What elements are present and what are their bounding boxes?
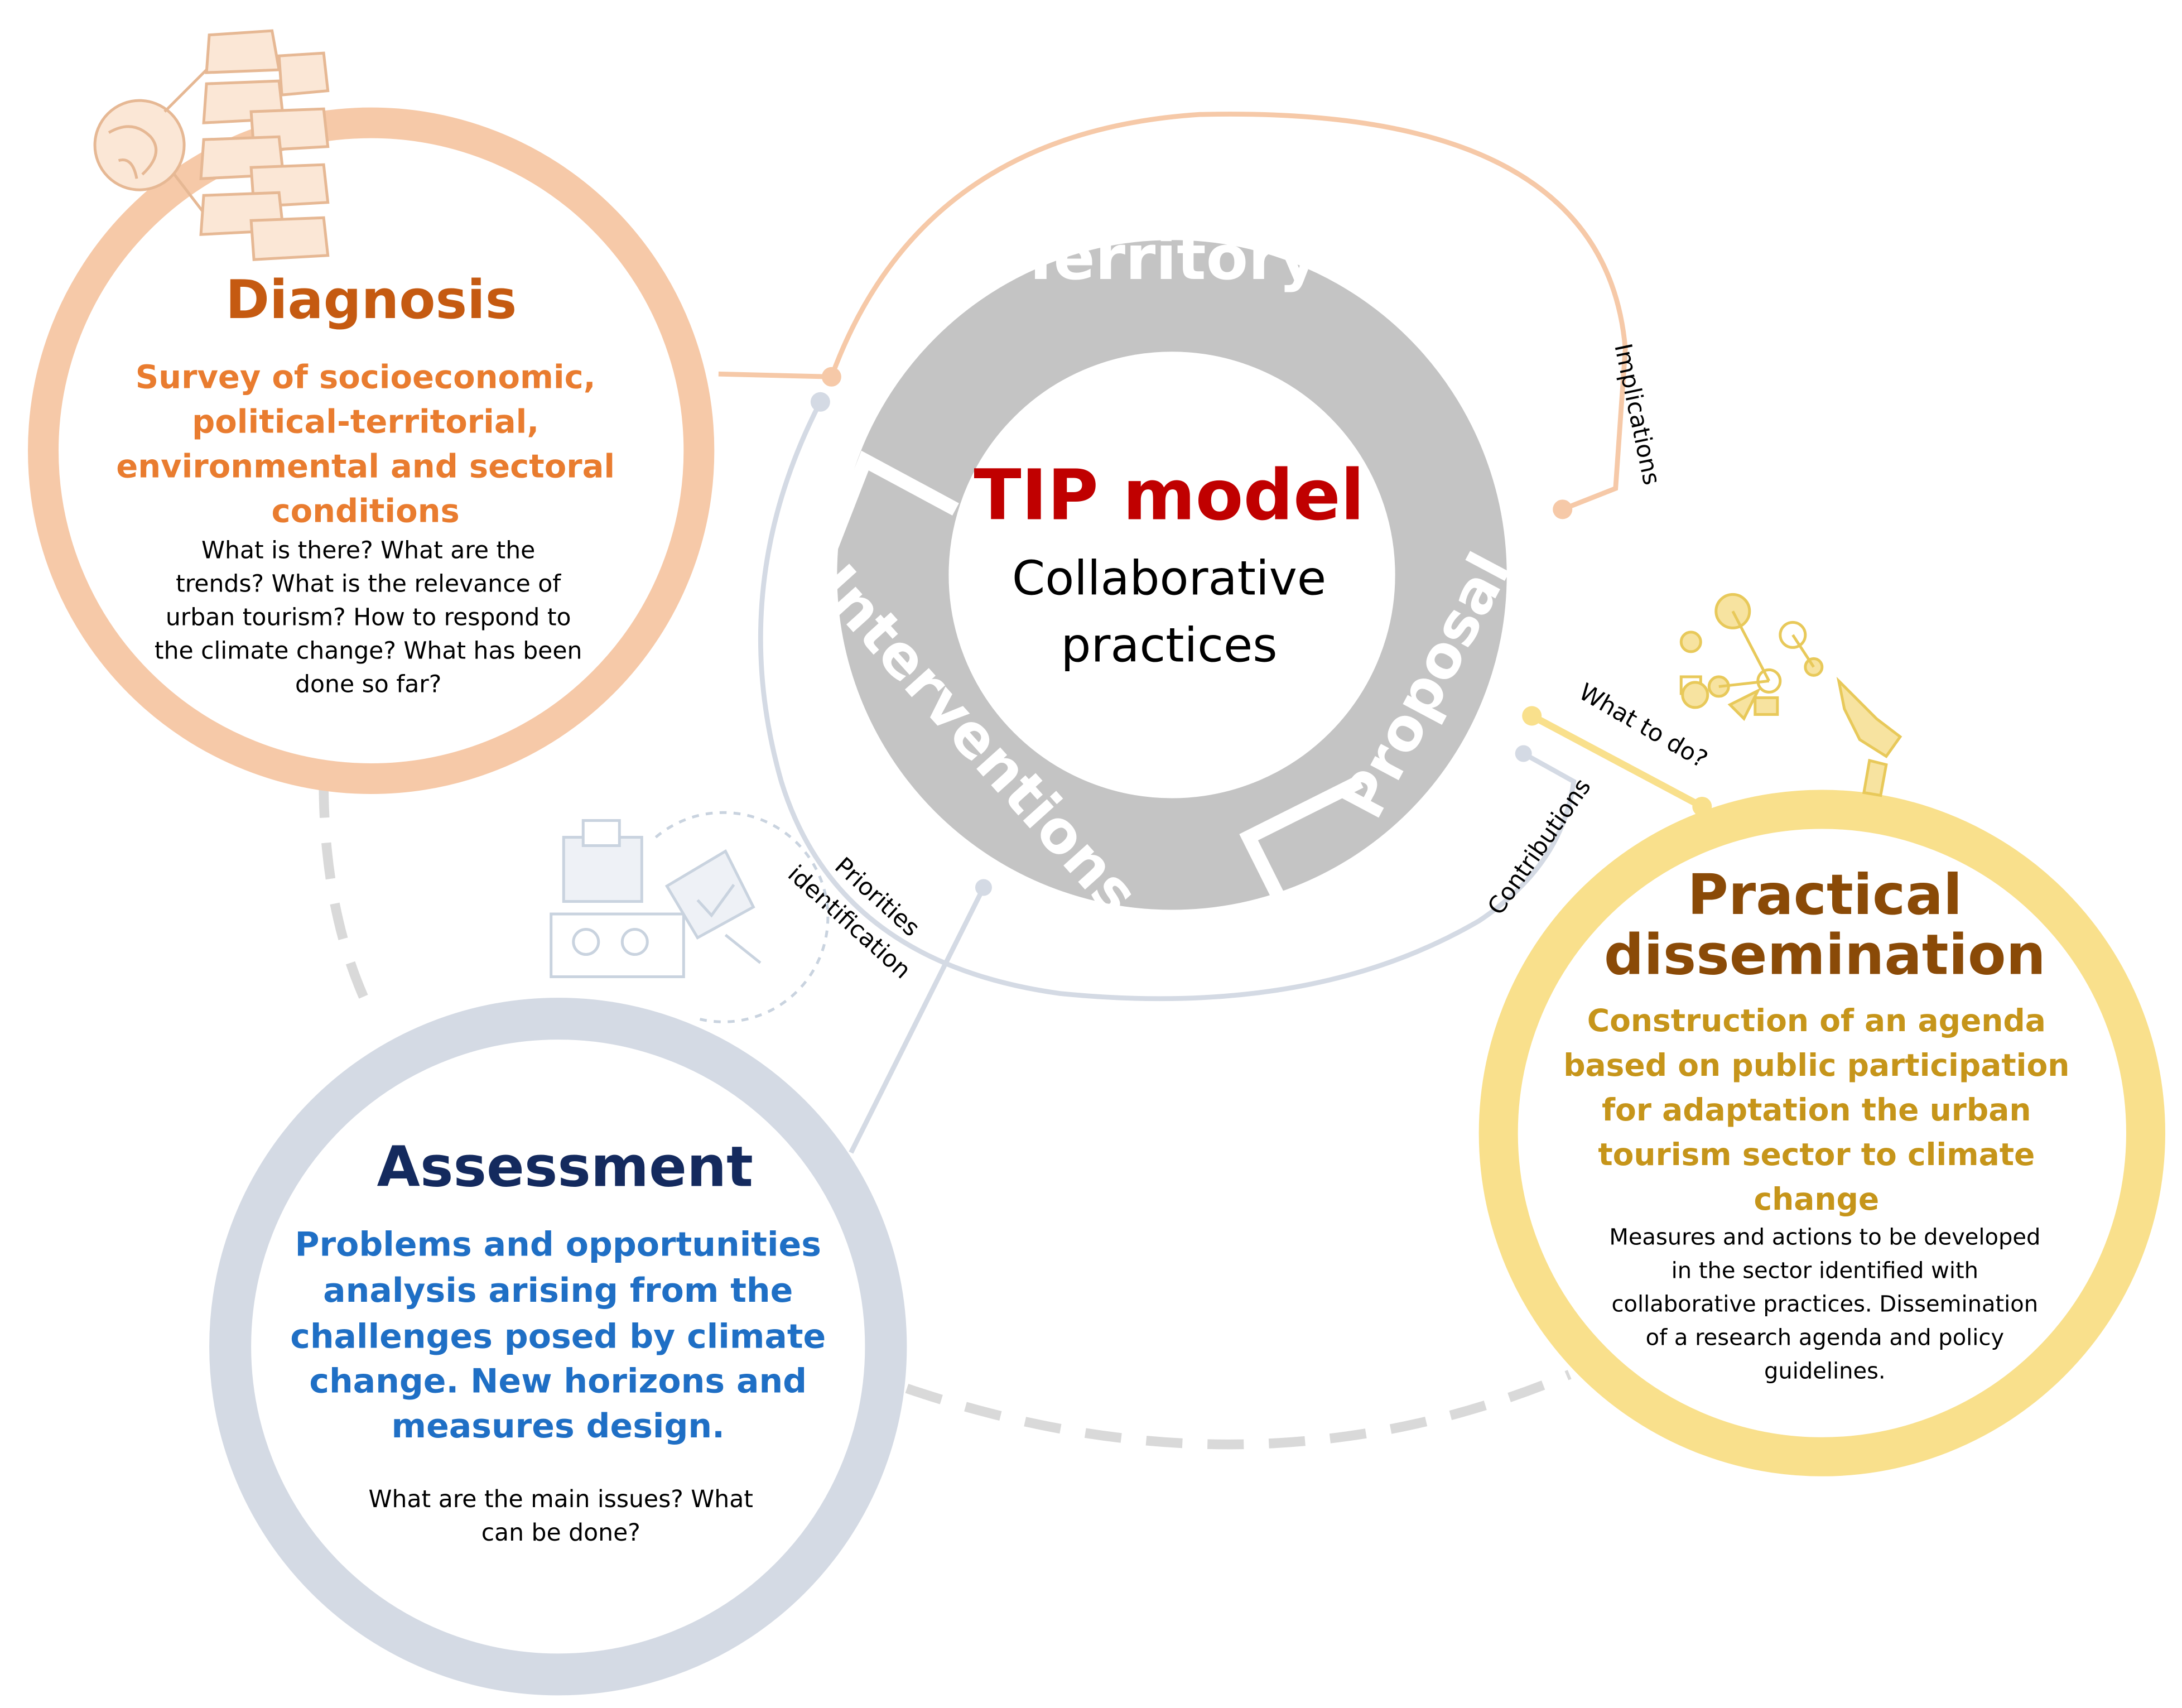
cycle-ring xyxy=(837,240,1507,910)
diagnosis-subtitle-line-2: political-territorial, xyxy=(192,403,539,440)
dissemination-title-line-1: Practical xyxy=(1688,862,1963,927)
dissemination-subtitle-line-3: for adaptation the urban xyxy=(1602,1092,2031,1128)
implications-connector-dot-end xyxy=(1553,499,1573,519)
what-to-do-connector-dot-a xyxy=(1522,706,1542,726)
center-subtitle-line-2: practices xyxy=(1061,618,1278,673)
dissemination-subtitle-line-4: tourism sector to climate xyxy=(1598,1137,2035,1172)
dissemination-question-line-5: guidelines. xyxy=(1764,1359,1886,1384)
dissemination-question-line-4: of a research agenda and policy xyxy=(1646,1325,2004,1351)
assessment-subtitle-line-2: analysis arising from the xyxy=(323,1271,793,1310)
network-hand-icon xyxy=(1679,593,1902,797)
assessment-connector-line xyxy=(758,401,1577,1002)
map-layers-icon xyxy=(93,29,330,261)
diagnosis-subtitle-line-1: Survey of socioeconomic, xyxy=(136,358,596,396)
diagnosis-questions: What is there? What are the trends? What… xyxy=(155,537,582,698)
assessment-connector-dot-c xyxy=(975,879,992,896)
assessment-subtitle-line-1: Problems and opportunities xyxy=(295,1225,821,1264)
dissemination-circle xyxy=(1478,790,2165,1476)
diagnosis-question-line-2: trends? What is the relevance of xyxy=(176,570,561,598)
assessment-subtitle-line-5: measures design. xyxy=(392,1407,725,1446)
diagnosis-subtitle-line-4: conditions xyxy=(272,492,460,530)
diagnosis-question-line-4: the climate change? What has been xyxy=(155,637,582,665)
dissemination-title-line-2: dissemination xyxy=(1604,922,2046,988)
dissemination-subtitle-line-5: change xyxy=(1754,1181,1879,1217)
what-to-do-connector-line xyxy=(1530,713,1704,810)
diagnosis-subtitle: Survey of socioeconomic, political-terri… xyxy=(116,358,615,530)
cycle-label-territory: Territory xyxy=(1020,222,1318,294)
diagnosis-subtitle-line-3: environmental and sectoral xyxy=(116,448,615,485)
dissemination-subtitle: Construction of an agenda based on publi… xyxy=(1563,1003,2069,1217)
implications-connector-dot-start xyxy=(821,367,841,387)
diagnosis-question-line-3: urban tourism? How to respond to xyxy=(166,604,571,631)
diagnosis-question-line-1: What is there? What are the xyxy=(201,537,535,564)
implications-connector-line xyxy=(718,112,1628,512)
assessment-subtitle-line-3: challenges posed by climate xyxy=(290,1317,826,1356)
dissemination-question-line-3: collaborative practices. Dissemination xyxy=(1612,1292,2039,1317)
assessment-title: Assessment xyxy=(377,1134,753,1200)
assessment-circle xyxy=(209,998,907,1696)
assessment-question-line-1: What are the main issues? What xyxy=(369,1486,753,1513)
cycle-arrow-gap-territory-proposal xyxy=(1428,341,1569,464)
assessment-questions: What are the main issues? What can be do… xyxy=(369,1486,753,1547)
center-title: TIP model xyxy=(974,455,1364,536)
dissemination-subtitle-line-2: based on public participation xyxy=(1563,1047,2069,1083)
dissemination-subtitle-line-1: Construction of an agenda xyxy=(1587,1003,2046,1038)
dissemination-questions: Measures and actions to be developed in … xyxy=(1609,1225,2040,1384)
assessment-connector-dot-b xyxy=(1515,745,1532,762)
assessment-connector-dot-a xyxy=(810,392,830,412)
dissemination-question-line-2: in the sector identified with xyxy=(1672,1258,1978,1284)
diagnosis-circle xyxy=(28,107,715,794)
assessment-connector-line-diagonal xyxy=(849,886,986,1154)
dashed-connector-diagnosis-assessment xyxy=(319,781,378,1021)
dashed-connector-assessment-dissemination xyxy=(905,1370,1572,1450)
dissemination-question-line-1: Measures and actions to be developed xyxy=(1609,1225,2040,1250)
diagnosis-title: Diagnosis xyxy=(225,270,517,331)
diagnosis-question-line-5: done so far? xyxy=(295,671,441,698)
assessment-subtitle-line-4: change. New horizons and xyxy=(309,1362,807,1401)
public-participation-icon xyxy=(550,811,830,1023)
cycle-arrow-gap-interventions-territory xyxy=(810,450,959,589)
assessment-question-line-2: can be done? xyxy=(481,1519,640,1547)
cycle-arrow-gap-proposal-interventions xyxy=(1239,775,1364,925)
center-subtitle-line-1: Collaborative xyxy=(1012,551,1326,606)
assessment-subtitle: Problems and opportunities analysis aris… xyxy=(290,1225,826,1446)
